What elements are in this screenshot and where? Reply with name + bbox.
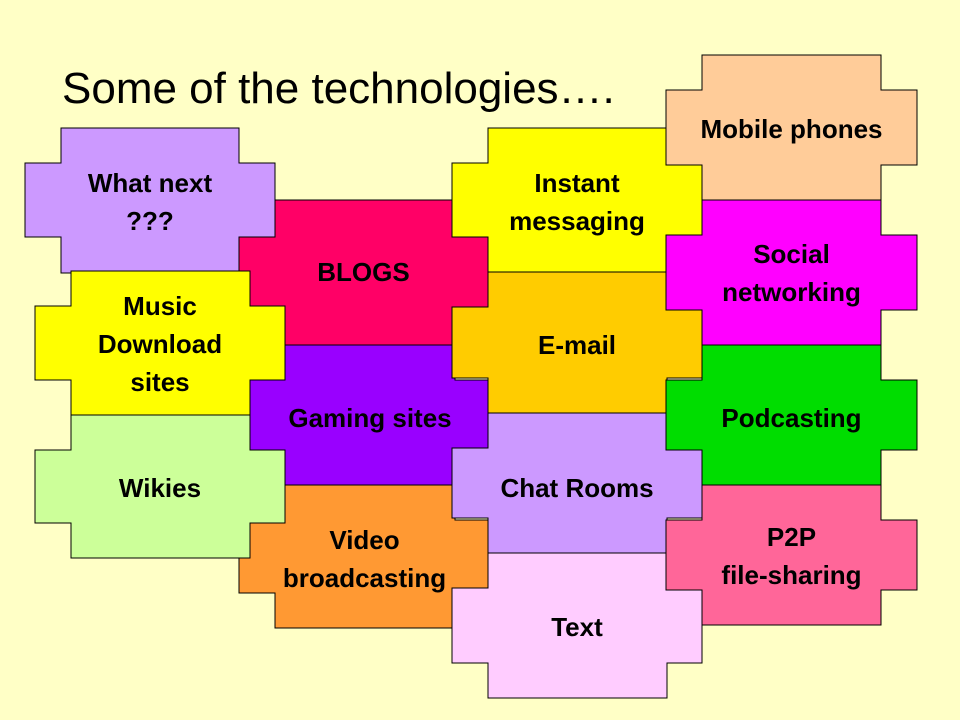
page-title: Some of the technologies…. xyxy=(62,64,615,113)
piece-label-mobile: Mobile phones xyxy=(701,114,883,144)
piece-label-social: Social xyxy=(753,239,830,269)
piece-label-social: networking xyxy=(722,277,861,307)
piece-shape-whatnext xyxy=(24,127,276,274)
piece-label-text: Text xyxy=(551,612,603,642)
piece-label-whatnext: ??? xyxy=(126,206,174,236)
piece-podcasting: Podcasting xyxy=(665,344,918,486)
piece-label-p2p: file-sharing xyxy=(721,560,861,590)
piece-label-music: Download xyxy=(98,329,222,359)
piece-label-video: broadcasting xyxy=(283,563,446,593)
piece-email: E-mail xyxy=(451,271,703,414)
piece-shape-instant xyxy=(451,127,703,273)
piece-p2p: P2P file-sharing xyxy=(665,484,918,626)
piece-wikies: Wikies xyxy=(34,414,286,559)
piece-shape-social xyxy=(665,199,918,346)
piece-label-p2p: P2P xyxy=(767,522,816,552)
piece-label-blogs: BLOGS xyxy=(317,257,409,287)
piece-shape-wikies xyxy=(34,414,286,559)
piece-shape-p2p xyxy=(665,484,918,626)
piece-label-gaming: Gaming sites xyxy=(288,403,451,433)
piece-label-instant: messaging xyxy=(509,206,645,236)
piece-chat: Chat Rooms xyxy=(451,412,703,554)
piece-social: Social networking xyxy=(665,199,918,346)
piece-label-music: Music xyxy=(123,291,197,321)
piece-label-wikies: Wikies xyxy=(119,473,201,503)
piece-label-chat: Chat Rooms xyxy=(500,473,653,503)
piece-gaming: Gaming sites xyxy=(249,344,491,486)
piece-label-email: E-mail xyxy=(538,330,616,360)
piece-label-video: Video xyxy=(329,525,399,555)
piece-whatnext: What next??? xyxy=(24,127,276,274)
piece-label-music: sites xyxy=(130,367,189,397)
piece-text: Text xyxy=(451,552,703,699)
piece-mobile: Mobile phones xyxy=(665,54,918,201)
piece-label-whatnext: What next xyxy=(88,168,213,198)
piece-label-instant: Instant xyxy=(534,168,620,198)
piece-instant: Instant messaging xyxy=(451,127,703,273)
piece-label-podcasting: Podcasting xyxy=(721,403,861,433)
